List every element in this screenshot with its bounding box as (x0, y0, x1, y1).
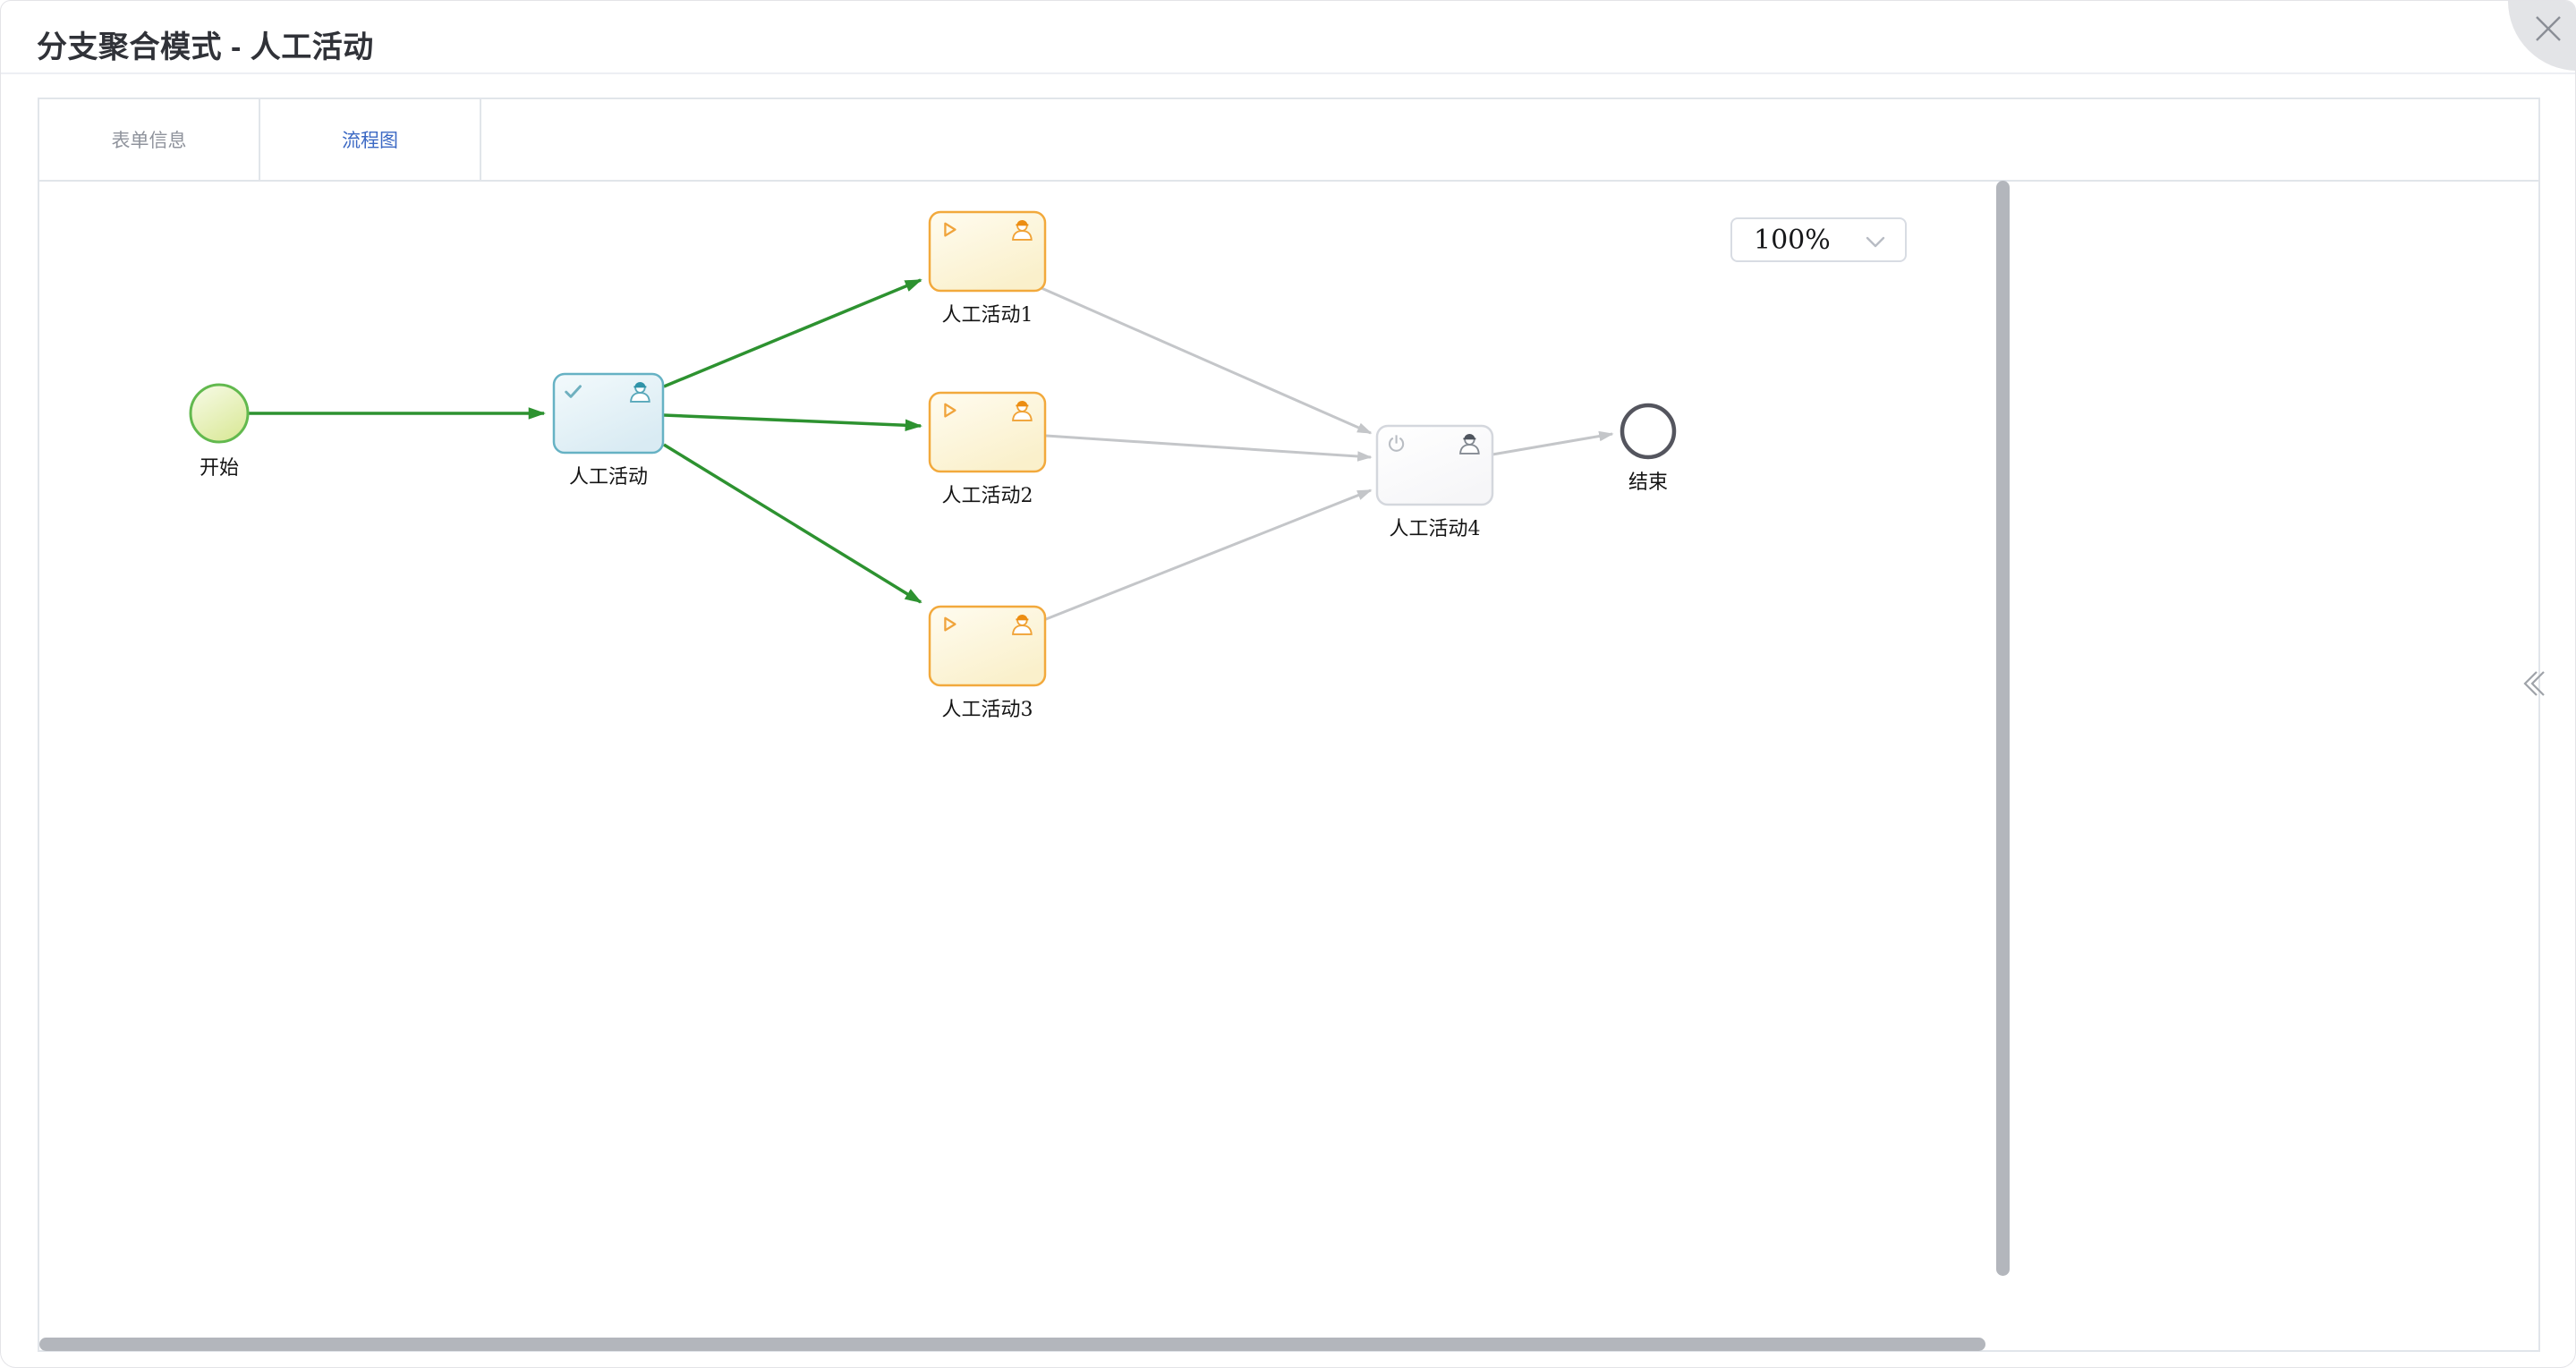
tab-flow-chart-label: 流程图 (342, 131, 398, 151)
flow-edge (1045, 434, 1373, 462)
tab-flow-chart[interactable]: 流程图 (260, 99, 481, 180)
chevrons-left-icon (2523, 671, 2545, 696)
flow-node-task-4[interactable]: 人工活动4 (1375, 424, 1494, 540)
play-icon (944, 616, 956, 632)
node-label: 结束 (1628, 472, 1668, 494)
node-label: 人工活动1 (942, 304, 1033, 327)
person-icon (1012, 614, 1033, 635)
tab-bar: 表单信息 流程图 (39, 99, 2538, 182)
flow-node-task-3[interactable]: 人工活动3 (928, 605, 1047, 721)
flow-node-task-2[interactable]: 人工活动2 (928, 391, 1047, 507)
flow-edge (1492, 430, 1614, 456)
zoom-select[interactable]: 100% (1730, 217, 1907, 262)
power-icon (1389, 435, 1405, 452)
tab-card: 表单信息 流程图 (38, 98, 2540, 1352)
person-icon (1012, 219, 1033, 241)
play-icon (944, 403, 956, 418)
flow-node-task-main[interactable]: 人工活动 (552, 372, 665, 489)
close-icon[interactable] (2532, 13, 2564, 45)
person-icon (1459, 433, 1480, 455)
node-label: 人工活动4 (1390, 518, 1481, 540)
tab-form-info[interactable]: 表单信息 (39, 99, 260, 180)
flow-edge (663, 443, 922, 604)
flow-edge (1041, 489, 1373, 623)
flow-edge (663, 278, 922, 388)
node-label: 人工活动 (569, 466, 648, 489)
page-title: 分支聚合模式 - 人工活动 (37, 30, 374, 64)
flow-edge (1041, 286, 1373, 435)
person-icon (630, 381, 650, 403)
flow-node-task-1[interactable]: 人工活动1 (928, 210, 1047, 327)
node-label: 人工活动3 (942, 699, 1033, 721)
collapse-panel-toggle[interactable] (2521, 668, 2547, 699)
chevron-down-icon (1866, 236, 1885, 248)
zoom-value: 100% (1754, 224, 1831, 256)
tab-form-info-label: 表单信息 (111, 131, 187, 151)
horizontal-scrollbar[interactable] (39, 1338, 1985, 1351)
node-label: 人工活动2 (942, 485, 1033, 507)
flow-node-end[interactable]: 结束 (1620, 403, 1677, 494)
flow-edge (663, 413, 922, 432)
vertical-scrollbar[interactable] (1996, 181, 2010, 1276)
title-divider (1, 72, 2575, 74)
play-icon (944, 222, 956, 237)
check-icon (565, 385, 582, 398)
person-icon (1012, 400, 1033, 421)
flow-node-start[interactable]: 开始 (189, 383, 250, 480)
node-label: 开始 (200, 457, 239, 480)
